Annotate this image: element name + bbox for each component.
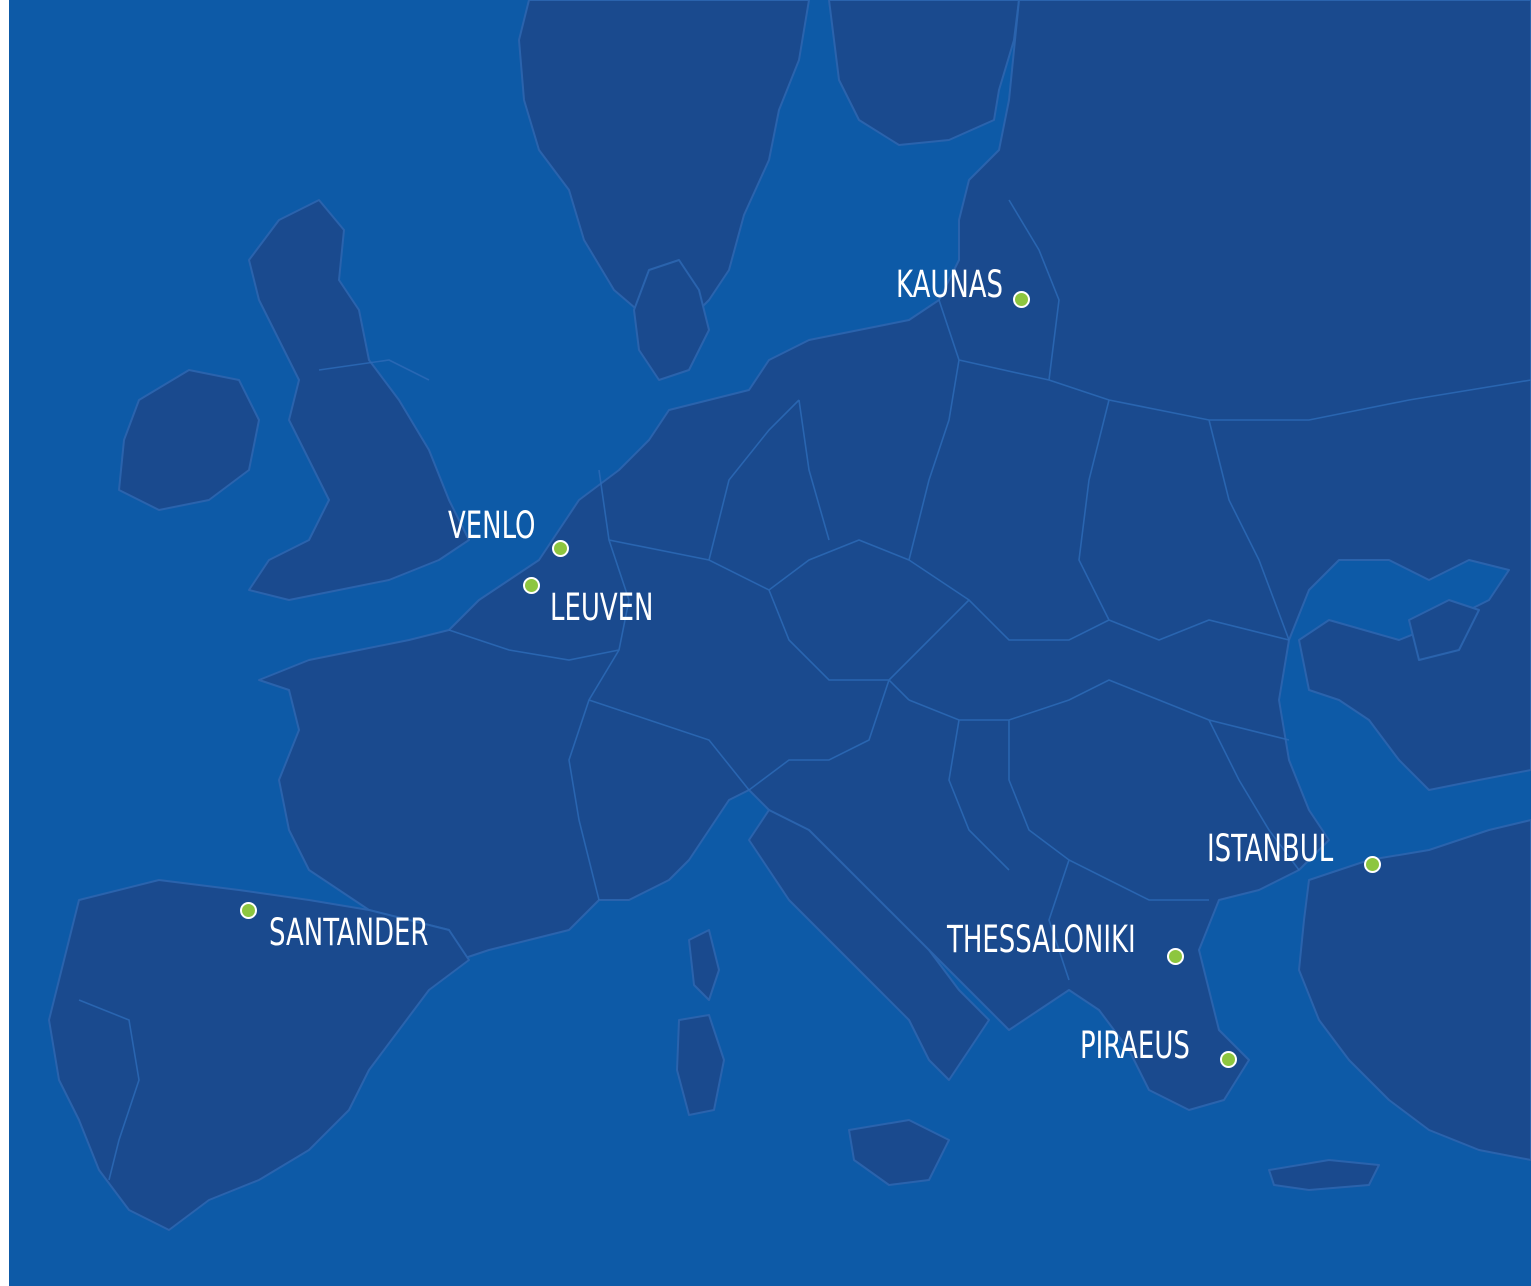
city-label-istanbul: ISTANBUL	[1207, 827, 1334, 870]
city-label-piraeus: PIRAEUS	[1080, 1024, 1190, 1067]
finland-land	[828, 0, 1020, 146]
map-landmass	[48, 0, 1531, 1231]
location-dot-icon[interactable]	[240, 902, 257, 919]
location-dot-icon[interactable]	[1220, 1051, 1237, 1068]
corsica-land	[688, 929, 720, 1001]
location-dot-icon[interactable]	[1013, 291, 1030, 308]
location-dot-icon[interactable]	[1167, 948, 1184, 965]
city-label-santander: SANTANDER	[269, 911, 429, 954]
denmark-land	[633, 259, 710, 381]
sicily-land	[848, 1119, 950, 1186]
location-dot-icon[interactable]	[523, 577, 540, 594]
ireland-land	[118, 369, 260, 511]
iberia-land	[48, 879, 470, 1231]
location-dot-icon[interactable]	[552, 540, 569, 557]
location-dot-icon[interactable]	[1364, 856, 1381, 873]
city-label-kaunas: KAUNAS	[896, 263, 1003, 306]
city-label-venlo: VENLO	[448, 504, 536, 547]
crimea-land	[1408, 599, 1480, 661]
anatolia-land	[1298, 819, 1531, 1161]
great-britain-land	[248, 199, 470, 601]
city-label-leuven: LEUVEN	[550, 586, 654, 629]
city-label-thessaloniki: THESSALONIKI	[947, 918, 1136, 961]
italy-land	[748, 809, 990, 1081]
sardinia-land	[676, 1014, 725, 1116]
europe-map: KAUNAS VENLO LEUVEN SANTANDER ISTANBUL T…	[9, 0, 1531, 1286]
crete-land	[1268, 1159, 1380, 1191]
country-borders	[78, 199, 1531, 1181]
